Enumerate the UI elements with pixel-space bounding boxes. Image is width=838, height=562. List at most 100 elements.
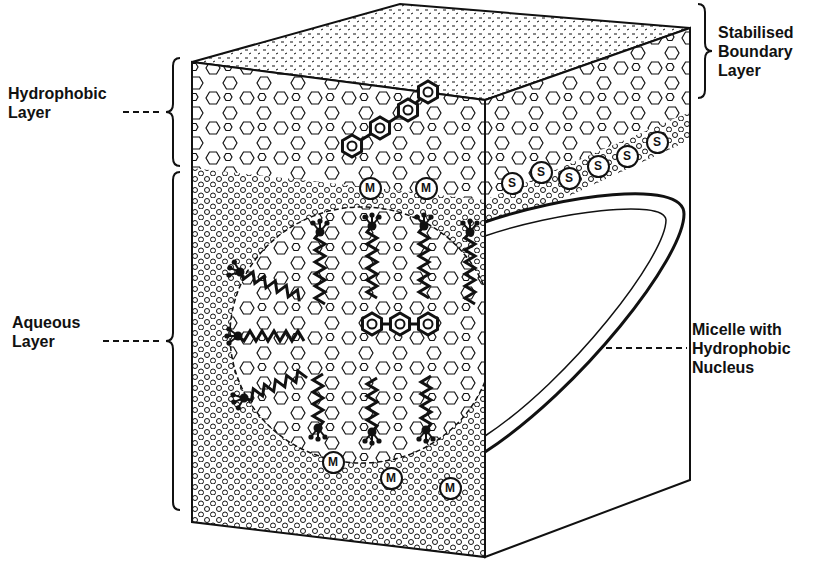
cube-right-face <box>485 28 690 557</box>
aromatic-molecule <box>362 313 437 335</box>
head <box>362 438 367 443</box>
head <box>428 214 433 219</box>
head <box>310 220 315 225</box>
head <box>230 399 237 406</box>
head <box>226 326 231 331</box>
ring <box>404 106 413 115</box>
surfactant-molecule <box>310 218 329 304</box>
layer-label: Stabilised Boundary Layer <box>718 23 814 80</box>
head <box>460 220 465 225</box>
ion-circle: S <box>558 167 581 190</box>
head <box>376 438 381 443</box>
ion-circle: M <box>322 451 345 474</box>
tail <box>421 376 431 430</box>
tail <box>313 374 323 428</box>
head <box>423 438 428 443</box>
tail <box>367 378 377 432</box>
surfactant-molecule <box>308 374 327 442</box>
head <box>430 436 435 441</box>
ion-circle: S <box>616 145 639 168</box>
molecules <box>224 81 480 446</box>
micelle-nucleus <box>230 207 494 463</box>
ring <box>370 117 389 139</box>
leader-line <box>123 111 163 113</box>
cube-front-face <box>192 62 485 557</box>
ion-circle: M <box>359 177 382 200</box>
ion-circle: S <box>501 172 524 195</box>
ion-circle: S <box>646 131 669 154</box>
ion-letter: S <box>537 166 545 178</box>
head <box>467 218 472 223</box>
ion-circle: M <box>439 477 462 500</box>
ring <box>342 135 361 157</box>
head <box>235 404 242 411</box>
head <box>369 212 374 217</box>
tail <box>238 331 304 341</box>
layer-label: Aqueous Layer <box>12 313 98 351</box>
head <box>230 391 237 398</box>
bracket <box>166 58 180 166</box>
head <box>416 436 421 441</box>
bracket <box>166 172 180 510</box>
head <box>308 434 313 439</box>
ion-letter: M <box>386 472 396 484</box>
tail <box>238 267 303 301</box>
ion-letter: S <box>565 172 573 184</box>
head <box>317 218 322 223</box>
ring <box>390 313 409 335</box>
ion-circle: S <box>530 161 553 184</box>
head <box>224 333 229 338</box>
surfactant-molecule <box>460 218 479 304</box>
tail <box>242 369 307 403</box>
surfactant-molecule <box>224 326 304 345</box>
layer-label: Hydrophobic Layer <box>8 84 118 122</box>
ring <box>418 313 437 335</box>
cube-right-face <box>485 28 690 557</box>
layer-label: Micelle with Hydrophobic Nucleus <box>692 320 802 377</box>
ion-circle: M <box>380 467 403 490</box>
ion-circle: M <box>415 177 438 200</box>
tail <box>419 226 429 298</box>
head <box>324 220 329 225</box>
ring <box>398 99 417 121</box>
ion-letter: S <box>653 136 661 148</box>
ion-letter: M <box>421 182 431 194</box>
leader-line <box>606 347 687 349</box>
ring <box>418 81 437 103</box>
ring <box>348 142 357 151</box>
head <box>226 340 231 345</box>
surfactant-molecule <box>228 364 309 412</box>
surfactant-molecule <box>416 376 435 444</box>
head <box>315 436 320 441</box>
surfactant-molecule <box>362 212 381 298</box>
head <box>369 440 374 445</box>
head <box>376 214 381 219</box>
ion-letter: S <box>623 150 631 162</box>
ion-letter: M <box>365 182 375 194</box>
ring <box>362 313 381 335</box>
bracket <box>698 4 712 98</box>
tail <box>367 226 377 298</box>
ion-circle: S <box>587 155 610 178</box>
ring <box>424 320 433 329</box>
head <box>414 214 419 219</box>
ring <box>376 124 385 133</box>
head <box>226 272 233 279</box>
surfactant-molecule <box>362 378 381 446</box>
micelle-outline <box>485 209 666 436</box>
ring <box>424 88 433 97</box>
bond <box>352 92 428 146</box>
head <box>421 212 426 217</box>
ion-letter: S <box>508 177 516 189</box>
tail <box>465 232 475 304</box>
tail <box>315 232 325 304</box>
head <box>226 264 233 271</box>
ion-letter: S <box>594 160 602 172</box>
surfactant-molecule <box>414 212 433 298</box>
head <box>474 220 479 225</box>
ring <box>396 320 405 329</box>
ion-letter: M <box>445 482 455 494</box>
ring <box>368 320 377 329</box>
